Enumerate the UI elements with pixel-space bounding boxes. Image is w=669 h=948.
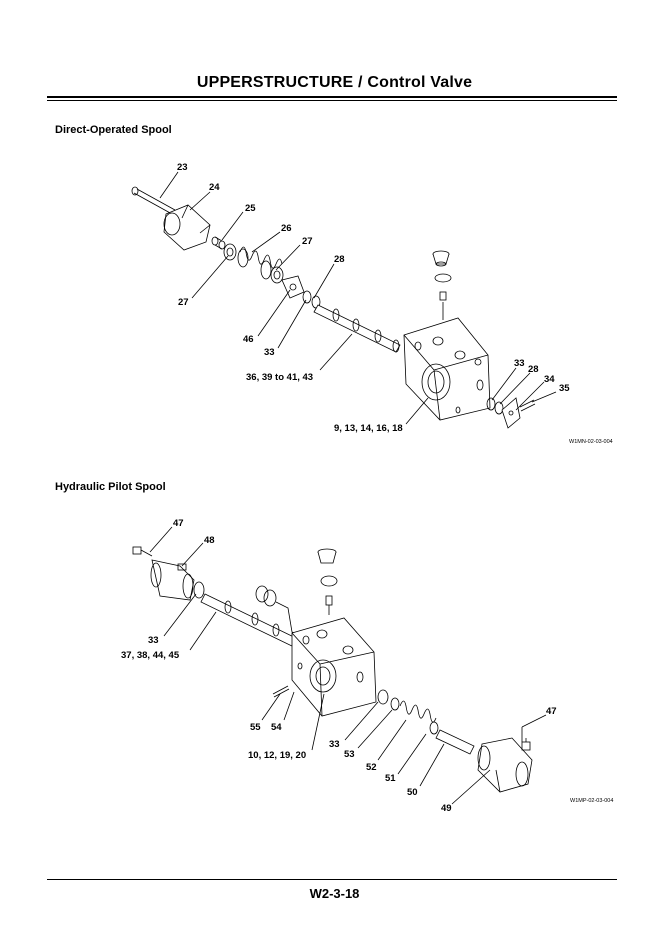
callout-36: 36, 39 to 41, 43 <box>246 372 313 383</box>
callout-10: 10, 12, 19, 20 <box>248 750 306 761</box>
figure-code-1: W1MN-02-03-004 <box>569 439 613 445</box>
callout-51: 51 <box>385 773 396 784</box>
callout-35: 35 <box>559 383 570 394</box>
callout-53: 53 <box>344 749 355 760</box>
callout-52: 52 <box>366 762 377 773</box>
part-53-seat <box>390 697 400 711</box>
part-28-ring-right <box>494 401 504 415</box>
part-46-plate <box>281 275 305 299</box>
callout-27-left: 27 <box>178 297 189 308</box>
callout-25: 25 <box>245 203 256 214</box>
part-spool-37 <box>200 593 301 649</box>
callout-47-right: 47 <box>546 706 557 717</box>
callout-48: 48 <box>204 535 215 546</box>
callout-28: 28 <box>334 254 345 265</box>
callout-33-right: 33 <box>514 358 525 369</box>
part-55-pin <box>272 685 290 698</box>
section-title-direct-operated-spool: Direct-Operated Spool <box>55 124 172 136</box>
callout-26: 26 <box>281 223 292 234</box>
page-title: UPPERSTRUCTURE / Control Valve <box>196 74 473 91</box>
part-26-spring <box>237 246 283 280</box>
part-10-valve-block <box>291 617 377 717</box>
callout-9: 9, 13, 14, 16, 18 <box>334 423 403 434</box>
part-35-bolt <box>519 399 536 412</box>
part-51-seat <box>429 721 439 735</box>
callout-33-d2: 33 <box>148 635 159 646</box>
callout-47: 47 <box>173 518 184 529</box>
part-49-cap <box>477 737 533 793</box>
part-23-bolt <box>131 186 176 215</box>
part-48-cap <box>150 559 195 601</box>
page-number: W2-3-18 <box>309 886 360 901</box>
callout-23: 23 <box>177 162 188 173</box>
part-33-oring-2 <box>193 581 205 599</box>
part-27-seat <box>223 243 237 261</box>
callout-49: 49 <box>441 803 452 814</box>
callout-55: 55 <box>250 722 261 733</box>
part-47-bolt <box>132 546 153 557</box>
callout-33-d2-right: 33 <box>329 739 340 750</box>
part-50-stopper <box>435 729 475 755</box>
part-33-oring <box>302 290 312 304</box>
part-34-cover <box>501 397 521 429</box>
part-33-oring-3 <box>377 689 389 705</box>
header-rule-thin <box>47 100 617 101</box>
part-9-valve-block <box>403 317 491 421</box>
part-52-spring <box>399 700 437 723</box>
figure-code-2: W1MP-02-03-004 <box>570 798 613 804</box>
part-24-cap <box>163 204 211 251</box>
part-plug-top <box>432 250 452 320</box>
callout-50: 50 <box>407 787 418 798</box>
part-27-seat-2 <box>270 266 284 284</box>
callout-28-right: 28 <box>528 364 539 375</box>
callout-24: 24 <box>209 182 220 193</box>
part-spool-36 <box>313 304 401 353</box>
part-25 <box>211 236 226 250</box>
section-title-hydraulic-pilot-spool: Hydraulic Pilot Spool <box>55 481 166 493</box>
part-plug-top-2 <box>317 548 338 615</box>
callout-34: 34 <box>544 374 555 385</box>
header-rule <box>47 96 617 98</box>
callout-54: 54 <box>271 722 282 733</box>
callout-33: 33 <box>264 347 275 358</box>
part-33-oring-right <box>486 397 496 411</box>
callout-46: 46 <box>243 334 254 345</box>
callout-37: 37, 38, 44, 45 <box>121 650 180 661</box>
footer-rule <box>47 879 617 880</box>
callout-27-right: 27 <box>302 236 313 247</box>
part-47-bolt-right <box>521 738 531 751</box>
